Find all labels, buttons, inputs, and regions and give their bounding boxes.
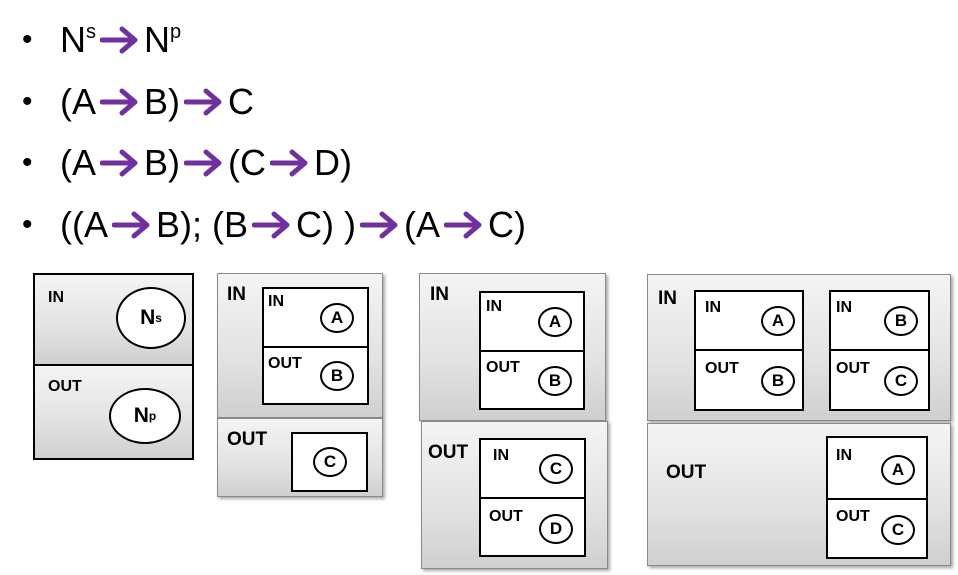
node-c-box: C — [291, 432, 368, 492]
node-a: A — [538, 307, 572, 337]
term: (B — [212, 204, 249, 245]
bullet-dot: • — [22, 23, 33, 56]
function-box-a-to-b: IN A OUT B — [479, 291, 585, 410]
node-b: B — [884, 306, 918, 336]
expression-list: • Ns Np • (A B) C • (A B) (C D) • ((A B)… — [0, 0, 958, 260]
term: B); — [156, 204, 203, 245]
arrow-icon — [100, 26, 138, 54]
box-in-label: IN — [705, 299, 721, 316]
arrow-icon — [112, 211, 150, 239]
term: Ns — [60, 19, 96, 60]
node-c: C — [881, 515, 915, 545]
arrow-icon — [270, 149, 308, 177]
function-box-b-to-c: IN B OUT C — [829, 290, 930, 411]
node-a: A — [761, 306, 795, 336]
in-label: IN — [658, 288, 677, 309]
arrow-icon — [184, 149, 222, 177]
term: (A — [404, 204, 441, 245]
out-label: OUT — [227, 429, 268, 450]
term: (A — [60, 81, 96, 122]
arrow-icon — [252, 211, 290, 239]
function-box-a-to-c: IN A OUT C — [826, 436, 928, 559]
expression-2: • (A B) C — [22, 77, 254, 127]
node-c: C — [539, 454, 573, 484]
box-out-label: OUT — [486, 359, 520, 376]
term: C — [228, 81, 254, 122]
term: ((A — [60, 204, 108, 245]
box-in-label: IN — [836, 299, 852, 316]
out-panel: OUT IN A OUT C — [647, 423, 951, 566]
box-out-label: OUT — [489, 508, 523, 525]
out-label: OUT — [48, 378, 82, 395]
arrow-icon — [444, 211, 482, 239]
out-panel: OUT C — [217, 418, 383, 497]
term: C) — [488, 204, 527, 245]
term: C) — [296, 204, 335, 245]
term: Np — [144, 19, 182, 60]
node-b: B — [320, 361, 354, 391]
function-box-a-to-b: IN A OUT B — [262, 287, 369, 405]
term: B) — [144, 81, 180, 122]
box-in-label: IN — [486, 298, 502, 315]
node-b: B — [538, 366, 572, 396]
function-box-a-to-b: IN A OUT B — [694, 290, 804, 411]
arrow-icon — [100, 88, 138, 116]
expression-4: • ((A B); (B C) ) (A C) — [22, 200, 526, 250]
in-label: IN — [430, 284, 449, 305]
arrow-icon — [100, 149, 138, 177]
function-box-c-to-d: IN C OUT D — [479, 438, 586, 557]
in-label: IN — [227, 284, 246, 305]
term: ) — [344, 204, 357, 245]
term: B) — [144, 142, 180, 183]
in-panel: IN IN A OUT B — [419, 273, 606, 421]
term: (A — [60, 142, 96, 183]
bullet-dot: • — [22, 208, 33, 241]
box-in-label: IN — [836, 447, 852, 464]
out-label: OUT — [428, 442, 469, 463]
node-a: A — [881, 455, 915, 485]
out-panel: OUT IN C OUT D — [421, 421, 608, 569]
in-panel: IN IN A OUT B — [217, 273, 383, 418]
node-c: C — [313, 447, 347, 477]
in-panel: IN IN A OUT B IN B OUT C — [647, 274, 951, 421]
box-out-label: OUT — [836, 360, 870, 377]
in-label: IN — [48, 289, 64, 306]
node-c: C — [884, 366, 918, 396]
box-in-label: IN — [493, 447, 509, 464]
box-out-label: OUT — [268, 355, 302, 372]
term: (C — [228, 142, 266, 183]
arrow-icon — [184, 88, 222, 116]
out-label: OUT — [666, 462, 707, 483]
arrow-icon — [360, 211, 398, 239]
box-out-label: OUT — [836, 508, 870, 525]
node-a: A — [320, 303, 354, 333]
node-b: B — [761, 366, 795, 396]
bullet-dot: • — [22, 85, 33, 118]
expression-1: • Ns Np — [22, 15, 181, 65]
expression-3: • (A B) (C D) — [22, 138, 352, 188]
box-out-label: OUT — [705, 360, 739, 377]
bullet-dot: • — [22, 146, 33, 179]
term: D) — [314, 142, 352, 183]
box-in-label: IN — [268, 293, 284, 310]
node-d: D — [539, 514, 573, 544]
